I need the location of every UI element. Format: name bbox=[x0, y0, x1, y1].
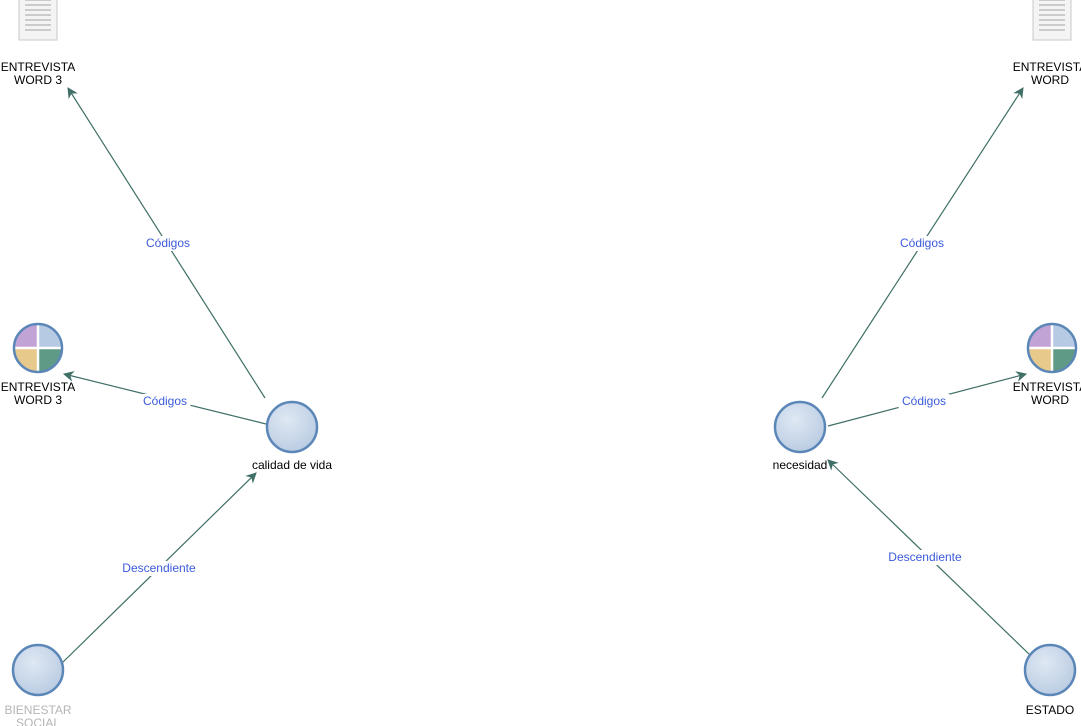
edge-label-background bbox=[883, 550, 967, 565]
code-circle-icon bbox=[773, 400, 827, 454]
edge-label-background bbox=[142, 236, 194, 251]
node-label: necesidad bbox=[773, 458, 828, 472]
code-circle-icon bbox=[265, 400, 319, 454]
edges-layer bbox=[59, 87, 1031, 666]
node-label: ENTREVISTA bbox=[1013, 380, 1081, 394]
node-label: WORD 3 bbox=[14, 73, 62, 87]
edge-label[interactable]: Códigos bbox=[900, 236, 944, 250]
edge-label[interactable]: Descendiente bbox=[888, 550, 962, 564]
node-label: ENTREVISTA bbox=[1, 60, 75, 74]
node-label: BIENESTAR bbox=[4, 703, 71, 717]
node-label: WORD bbox=[1031, 393, 1069, 407]
code-circle-icon bbox=[1023, 643, 1077, 697]
code-circle-icon bbox=[11, 643, 65, 697]
node-label: SOCIAL bbox=[16, 716, 60, 726]
document-icon bbox=[1032, 0, 1072, 41]
node-label: ESTADO bbox=[1026, 703, 1074, 717]
edge-label[interactable]: Códigos bbox=[902, 394, 946, 408]
edge-label-background bbox=[117, 561, 201, 576]
node-necesidad[interactable]: necesidad bbox=[773, 400, 828, 472]
edge-labels-layer: CódigosCódigosDescendienteCódigosCódigos… bbox=[117, 236, 967, 576]
document-icon bbox=[18, 0, 58, 41]
node-estado[interactable]: ESTADO bbox=[1023, 643, 1077, 717]
edge-label[interactable]: Códigos bbox=[146, 236, 190, 250]
edge-label-background bbox=[896, 236, 948, 251]
quotation-quadrant-icon bbox=[12, 322, 64, 374]
node-label: WORD 3 bbox=[14, 393, 62, 407]
edge-label[interactable]: Códigos bbox=[143, 394, 187, 408]
edge-label-background bbox=[898, 394, 950, 409]
node-label: ENTREVISTA bbox=[1, 380, 75, 394]
node-calidad[interactable]: calidad de vida bbox=[252, 400, 332, 472]
quotation-quadrant-icon bbox=[1026, 322, 1078, 374]
edge-label[interactable]: Descendiente bbox=[122, 561, 196, 575]
node-label: WORD bbox=[1031, 73, 1069, 87]
node-label: calidad de vida bbox=[252, 458, 332, 472]
edge-label-background bbox=[139, 394, 191, 409]
node-label: ENTREVISTA bbox=[1013, 60, 1081, 74]
